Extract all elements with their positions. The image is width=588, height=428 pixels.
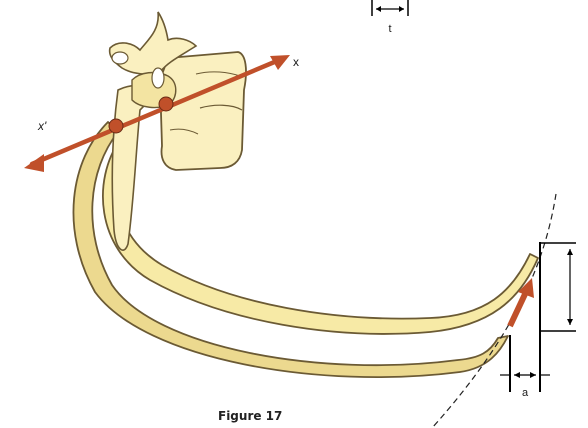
vertebra [110, 12, 246, 250]
axis-label-x-prime: x' [37, 119, 47, 133]
axis-joint-upper [159, 97, 173, 111]
bottom-dimension-label: a [522, 387, 529, 399]
axis-label-x: x [293, 55, 299, 69]
top-dimension-label: t [388, 23, 391, 35]
top-dimension-indicator: t [372, 0, 408, 35]
axis-joint-lower [109, 119, 123, 133]
upper-rib [103, 140, 538, 334]
figure-caption: Figure 17 [218, 409, 282, 423]
